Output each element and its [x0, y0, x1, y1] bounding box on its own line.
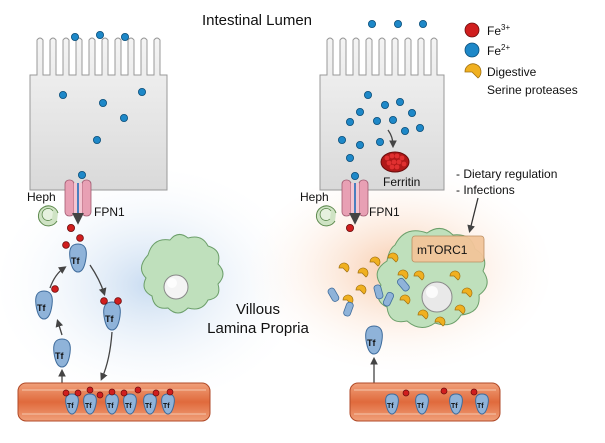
legend-fe2-label: Fe2+ [487, 43, 510, 58]
tf-label: Tf [387, 403, 394, 410]
ferritin-label: Ferritin [383, 175, 420, 189]
transferrin: Tf [385, 393, 399, 415]
transferrin: Tf [365, 325, 383, 355]
heph-label-right: Heph [300, 190, 329, 204]
legend-fe3-swatch [464, 22, 480, 38]
fe3-dot [345, 223, 354, 232]
vessel-fe3-left [62, 386, 174, 399]
region-label-line1: Villous [236, 301, 280, 318]
tf-label: Tf [107, 403, 114, 410]
left-enterocyte [29, 37, 168, 191]
ferritin-arrow [387, 129, 397, 149]
tf-label: Tf [125, 403, 132, 410]
fe3-dot [100, 297, 108, 305]
transferrin: Tf [449, 393, 463, 415]
serine-proteases-right [338, 252, 473, 327]
transferrin: Tf [105, 393, 119, 415]
transferrin: Tf [35, 290, 53, 320]
note-dietary-regulation: - Dietary regulation [456, 167, 557, 181]
regulation-arrow [467, 197, 479, 234]
fpn1-label-left: FPN1 [94, 205, 125, 219]
transferrin: Tf [415, 393, 429, 415]
hephaestin-right [315, 205, 337, 227]
hephaestin-left [37, 205, 59, 227]
tf-label: Tf [37, 303, 46, 313]
legend: Fe3+ Fe2+ Digestive Serine proteases [464, 22, 578, 97]
region-label-line2: Lamina Propria [207, 320, 309, 337]
macrophage-right [376, 228, 488, 328]
legend-fe3-label: Fe3+ [487, 23, 510, 38]
fpn1-channel-right [341, 179, 369, 225]
legend-protease-icon [464, 63, 482, 79]
tf-label: Tf [367, 338, 376, 348]
transferrin: Tf [161, 393, 175, 415]
fpn1-label-right: FPN1 [369, 205, 400, 219]
tf-label: Tf [105, 314, 114, 324]
transferrin: Tf [103, 301, 121, 331]
transferrin: Tf [83, 393, 97, 415]
fe2-dots-right [337, 19, 427, 180]
tf-label: Tf [85, 403, 92, 410]
tf-label: Tf [163, 403, 170, 410]
right-enterocyte [319, 37, 445, 191]
fe3-dot [51, 285, 59, 293]
tf-label: Tf [145, 403, 152, 410]
transferrin: Tf [143, 393, 157, 415]
tf-label: Tf [451, 403, 458, 410]
ferritin-cluster [380, 151, 410, 173]
tf-label: Tf [477, 403, 484, 410]
macrophage-left [141, 234, 224, 314]
page-title: Intestinal Lumen [202, 12, 312, 29]
fpn1-channel-left [64, 179, 92, 225]
transferrin: Tf [69, 243, 87, 273]
transferrin: Tf [53, 338, 71, 368]
fe3-dot [114, 297, 122, 305]
note-infections: - Infections [456, 183, 515, 197]
vessel-transferrins-right: Tf Tf Tf Tf [385, 393, 489, 415]
fe3-dot [76, 234, 84, 242]
legend-protease-label-2: Serine proteases [487, 83, 578, 97]
fe3-dot [62, 241, 70, 249]
legend-protease-label-1: Digestive [487, 65, 537, 79]
transferrin: Tf [475, 393, 489, 415]
tf-label: Tf [67, 403, 74, 410]
vessel-transferrins-left: Tf Tf Tf Tf Tf Tf [65, 393, 175, 415]
fe2-dots-left [59, 30, 146, 179]
degraded-transferrin-fragments [327, 277, 410, 317]
tf-label: Tf [71, 256, 80, 266]
legend-fe2-swatch [464, 42, 480, 58]
fe3-dot [67, 223, 76, 232]
vessel-fe3-right [402, 387, 478, 397]
mtorc1-label: mTORC1 [417, 243, 468, 257]
transferrin-cycle-left: Tf Tf Tf Tf [35, 234, 122, 385]
heph-label-left: Heph [27, 190, 56, 204]
tf-label: Tf [417, 403, 424, 410]
tf-label: Tf [55, 351, 64, 361]
